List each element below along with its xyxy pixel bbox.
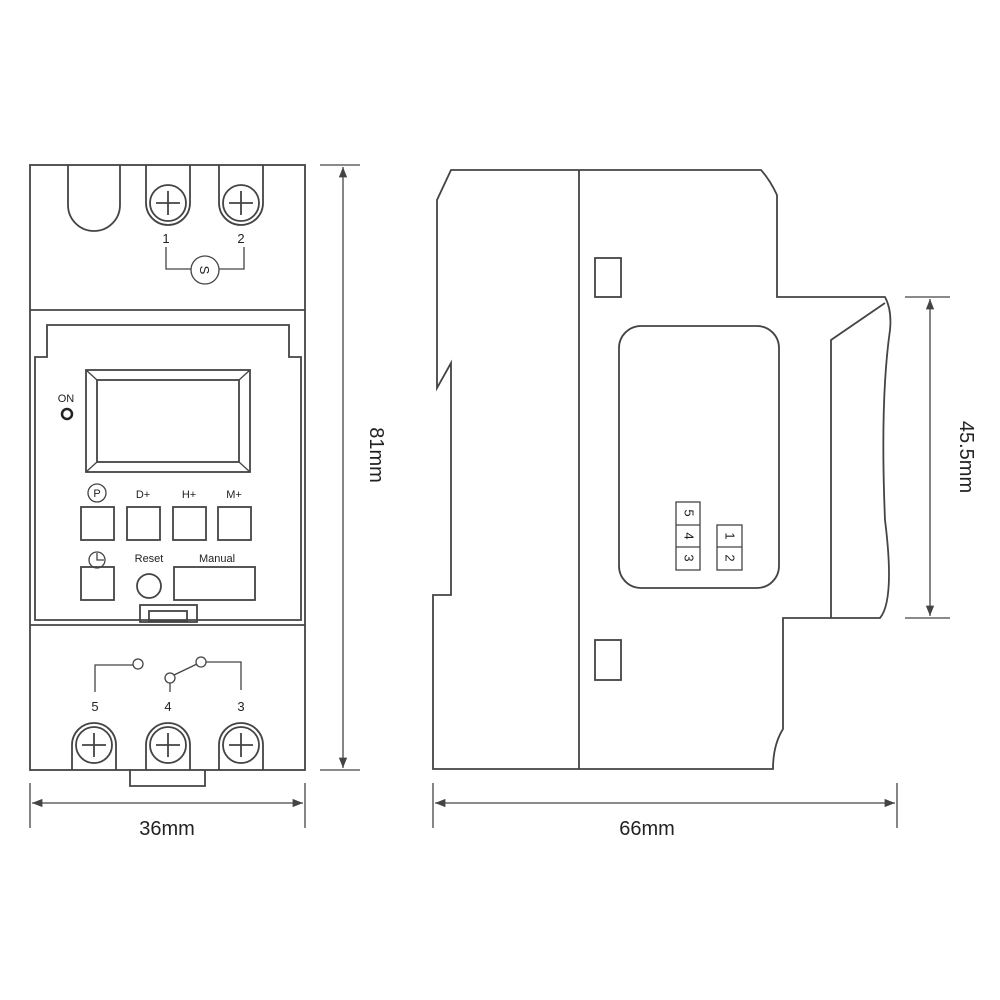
terminal-3-label: 3 (237, 699, 244, 714)
dimension-front-height: 45.5mm (905, 296, 977, 619)
screw-socket (218, 165, 264, 226)
side-tab-edge (830, 302, 886, 618)
side-vent (594, 257, 622, 298)
svg-text:P: P (93, 488, 100, 500)
contact-common-icon (164, 672, 176, 684)
d-plus-label: D+ (136, 489, 150, 501)
svg-text:5: 5 (682, 509, 697, 516)
reset-label: Reset (135, 553, 164, 565)
screw-socket (145, 722, 191, 770)
svg-text:45.5mm: 45.5mm (955, 421, 977, 493)
clock-icon (88, 551, 106, 569)
side-vent (594, 639, 622, 681)
screw-icon (75, 726, 113, 764)
svg-text:2: 2 (723, 554, 738, 561)
p-button[interactable] (80, 506, 115, 541)
terminal-5-label: 5 (91, 699, 98, 714)
coil-symbol-circle (190, 255, 220, 285)
coil-symbol-label: S (197, 266, 212, 275)
svg-text:36mm: 36mm (139, 818, 195, 840)
screw-icon (222, 184, 260, 222)
h-plus-label: H+ (182, 489, 196, 501)
clock-button[interactable] (80, 566, 115, 601)
front-cover (34, 324, 302, 621)
dimension-height: 81mm (320, 164, 387, 771)
dimension-depth: 66mm (432, 783, 898, 840)
front-outline (29, 164, 306, 771)
screw-socket (218, 722, 264, 770)
switch-blade (173, 663, 198, 676)
m-plus-button[interactable] (217, 506, 252, 541)
on-led-label: ON (58, 393, 75, 405)
side-label-panel (618, 325, 780, 589)
contact-wiring-5 (94, 664, 133, 692)
d-plus-button[interactable] (126, 506, 161, 541)
m-plus-label: M+ (226, 489, 242, 501)
manual-label: Manual (199, 553, 235, 565)
h-plus-button[interactable] (172, 506, 207, 541)
side-outline (432, 169, 892, 770)
front-view: 1 2 S ON P D+ H+ M+ Reset Manual (29, 164, 306, 787)
screw-socket (71, 722, 117, 770)
terminal-2-label: 2 (237, 231, 244, 246)
svg-text:4: 4 (682, 532, 697, 539)
screw-icon (149, 184, 187, 222)
contact-no-icon (195, 656, 207, 668)
reset-button[interactable] (136, 573, 162, 599)
contact-wiring-3 (206, 661, 242, 690)
manual-button[interactable] (173, 566, 256, 601)
svg-text:1: 1 (723, 532, 738, 539)
terminal-4-label: 4 (164, 699, 171, 714)
coil-wiring (165, 247, 245, 270)
svg-text:81mm: 81mm (365, 427, 387, 483)
screw-socket (145, 165, 191, 226)
cover-clip (139, 604, 198, 623)
screw-icon (222, 726, 260, 764)
svg-text:66mm: 66mm (619, 818, 675, 840)
screw-icon (149, 726, 187, 764)
side-view: 5 4 3 1 2 (432, 169, 892, 770)
terminal-map-right: 1 2 (716, 524, 743, 571)
terminal-map-left: 5 4 3 (675, 501, 701, 571)
din-slot (67, 165, 121, 232)
p-button-label: P (87, 483, 107, 503)
svg-text:3: 3 (682, 554, 697, 561)
terminal-1-label: 1 (162, 231, 169, 246)
dimension-width: 36mm (29, 783, 306, 840)
din-clip (129, 770, 206, 787)
power-led-icon (60, 407, 74, 421)
lcd-display (85, 369, 251, 473)
contact-nc-icon (132, 658, 144, 670)
